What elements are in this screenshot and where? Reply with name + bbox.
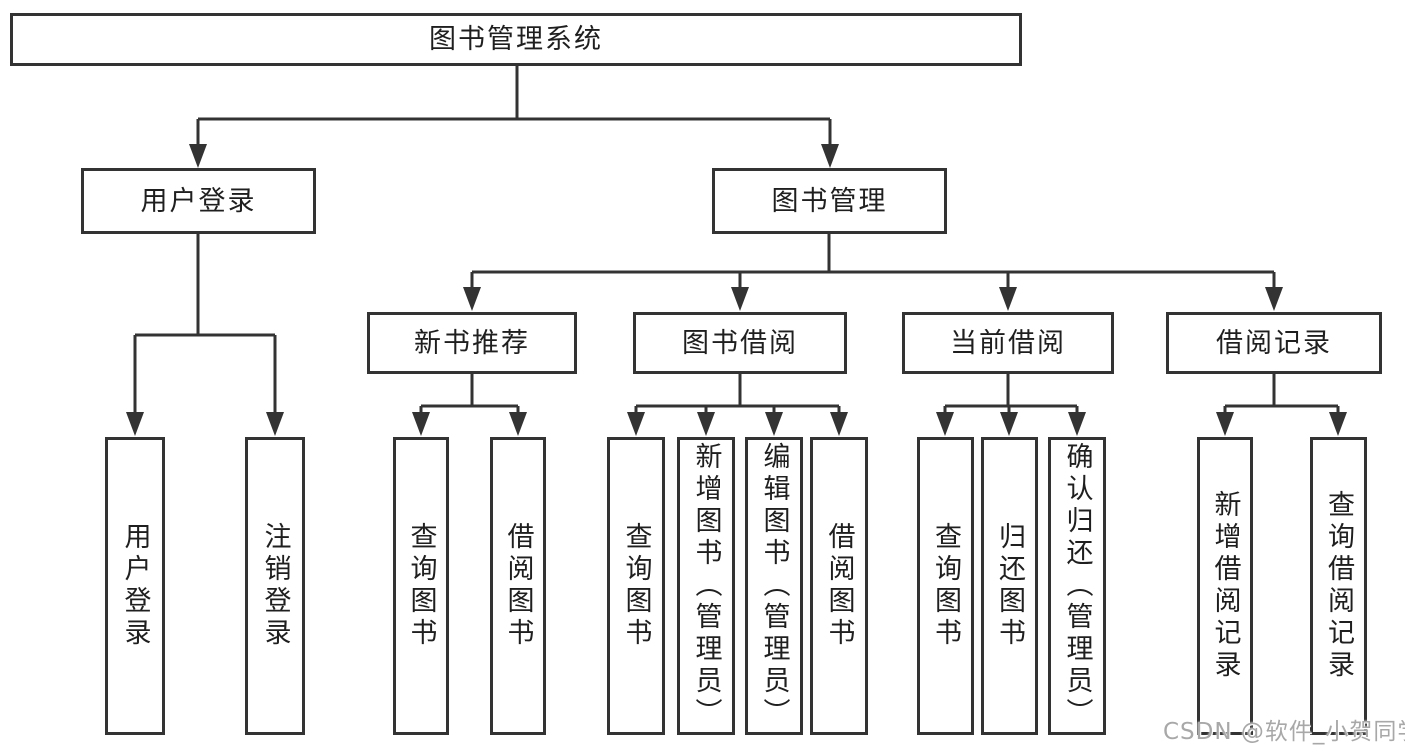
arrow-down-icon bbox=[697, 412, 715, 436]
arrow-down-icon bbox=[126, 412, 144, 436]
leaf-confirm-return-admin: 确认归还（管理员） bbox=[1048, 437, 1106, 735]
leaf-label: 新增图书（管理员） bbox=[690, 442, 722, 730]
leaf-user-login: 用户登录 bbox=[105, 437, 165, 735]
leaf-add-books-admin: 新增图书（管理员） bbox=[677, 437, 735, 735]
leaf-logout: 注销登录 bbox=[245, 437, 305, 735]
arrow-down-icon bbox=[463, 287, 481, 311]
leaf-query-books-current: 查询图书 bbox=[917, 437, 974, 735]
leaf-label: 用户登录 bbox=[119, 522, 151, 650]
arrow-down-icon bbox=[509, 412, 527, 436]
arrow-down-icon bbox=[1216, 412, 1234, 436]
connector-line bbox=[634, 374, 841, 418]
connector-line bbox=[943, 374, 1079, 418]
leaf-label: 查询图书 bbox=[405, 522, 437, 650]
leaf-query-books-recommend: 查询图书 bbox=[393, 437, 449, 735]
arrow-down-icon bbox=[765, 412, 783, 436]
arrow-down-icon bbox=[266, 412, 284, 436]
node-user-login: 用户登录 bbox=[81, 168, 316, 234]
leaf-borrow-books: 借阅图书 bbox=[810, 437, 868, 735]
node-borrowing-records: 借阅记录 bbox=[1166, 312, 1382, 374]
arrow-down-icon bbox=[412, 412, 430, 436]
leaf-label: 查询图书 bbox=[620, 522, 652, 650]
leaf-label: 查询借阅记录 bbox=[1323, 490, 1354, 682]
leaf-label: 新增借阅记录 bbox=[1209, 490, 1241, 682]
node-label: 借阅记录 bbox=[1216, 327, 1332, 359]
leaf-query-books-borrowing: 查询图书 bbox=[607, 437, 665, 735]
leaf-add-borrow-record: 新增借阅记录 bbox=[1197, 437, 1253, 735]
node-label: 图书借阅 bbox=[682, 327, 798, 359]
connector-line bbox=[196, 66, 832, 150]
leaf-label: 注销登录 bbox=[259, 522, 291, 650]
leaf-label: 借阅图书 bbox=[823, 522, 855, 650]
leaf-label: 借阅图书 bbox=[502, 522, 534, 650]
node-book-borrowing: 图书借阅 bbox=[633, 312, 847, 374]
leaf-edit-books-admin: 编辑图书（管理员） bbox=[745, 437, 803, 735]
arrow-down-icon bbox=[936, 412, 954, 436]
arrow-down-icon bbox=[1068, 412, 1086, 436]
leaf-query-borrow-record: 查询借阅记录 bbox=[1310, 437, 1367, 735]
leaf-label: 编辑图书（管理员） bbox=[758, 442, 790, 730]
leaf-return-books: 归还图书 bbox=[981, 437, 1038, 735]
arrow-down-icon bbox=[821, 144, 839, 168]
node-book-management: 图书管理 bbox=[712, 168, 947, 234]
leaf-label: 确认归还（管理员） bbox=[1061, 442, 1093, 730]
csdn-watermark: CSDN @软件_小贺同学 bbox=[1163, 719, 1405, 745]
node-label: 图书管理系统 bbox=[429, 24, 603, 55]
arrow-down-icon bbox=[189, 144, 207, 168]
arrow-down-icon bbox=[731, 287, 749, 311]
arrow-down-icon bbox=[999, 287, 1017, 311]
node-label: 图书管理 bbox=[771, 185, 888, 217]
arrow-down-icon bbox=[627, 412, 645, 436]
connector-line bbox=[133, 234, 277, 418]
connector-line bbox=[419, 374, 520, 418]
node-current-borrowing: 当前借阅 bbox=[902, 312, 1114, 374]
arrow-down-icon bbox=[830, 412, 848, 436]
arrow-down-icon bbox=[1000, 412, 1018, 436]
leaf-label: 查询图书 bbox=[930, 522, 961, 650]
leaf-borrow-books-recommend: 借阅图书 bbox=[490, 437, 546, 735]
node-new-book-recommend: 新书推荐 bbox=[367, 312, 577, 374]
connector-line bbox=[470, 234, 1276, 293]
arrow-down-icon bbox=[1265, 287, 1283, 311]
arrow-down-icon bbox=[1329, 412, 1347, 436]
connector-line bbox=[1223, 374, 1340, 418]
leaf-label: 归还图书 bbox=[994, 522, 1025, 650]
node-label: 新书推荐 bbox=[414, 327, 530, 359]
node-label: 用户登录 bbox=[140, 185, 257, 217]
node-library-system: 图书管理系统 bbox=[10, 13, 1022, 66]
node-label: 当前借阅 bbox=[950, 327, 1066, 359]
